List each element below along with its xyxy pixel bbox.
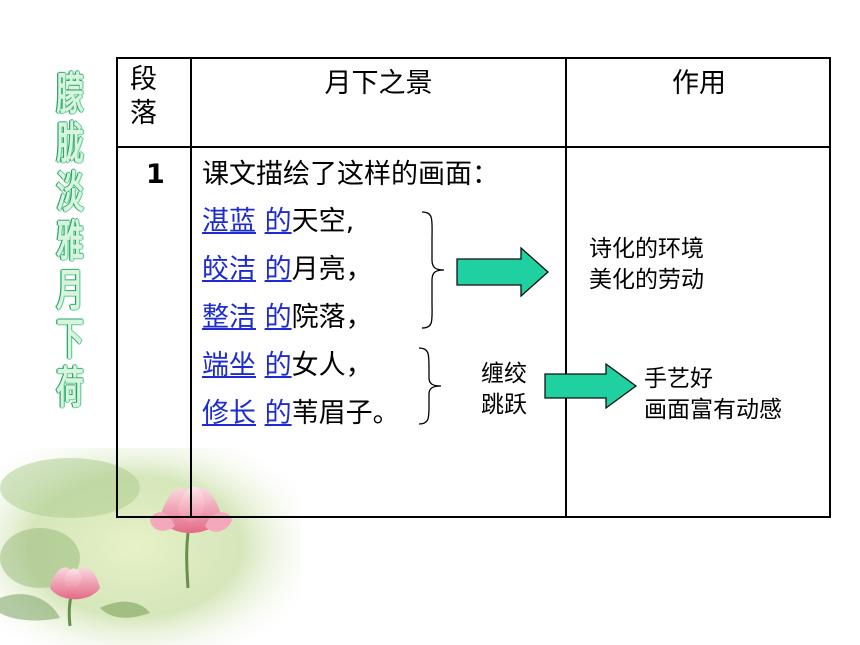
lotus-image [0, 448, 300, 645]
scene-line: 皎洁 的月亮， [202, 254, 373, 285]
arrow-right-icon [456, 246, 549, 298]
header-effect: 作用 [672, 68, 726, 99]
brace-top-icon [421, 211, 445, 329]
title-char: 下 [56, 314, 84, 365]
twist-label: 缠绞 跳跃 [481, 361, 527, 418]
keyword-link[interactable]: 湛蓝 [202, 206, 256, 237]
keyword-link[interactable]: 修长 [202, 398, 256, 429]
title-char: 朦 [56, 69, 84, 120]
paragraph-number: 1 [146, 159, 165, 190]
effect-bottom: 手艺好 画面富有动感 [644, 366, 782, 423]
title-char: 雅 [56, 216, 84, 267]
title-char: 淡 [56, 167, 84, 218]
de-link[interactable]: 的 [264, 254, 292, 285]
de-link[interactable]: 的 [264, 350, 292, 381]
title-char: 荷 [56, 363, 84, 414]
column-divider [565, 59, 567, 516]
title-char: 月 [56, 265, 84, 316]
de-link[interactable]: 的 [264, 302, 292, 333]
keyword-link[interactable]: 皎洁 [202, 254, 256, 285]
title-char: 胧 [56, 118, 84, 169]
scene-line: 湛蓝 的天空, [202, 206, 355, 237]
vertical-title: 朦 胧 淡 雅 月 下 荷 [38, 70, 102, 413]
content-table: 段 落 月下之景 作用 1 课文描绘了这样的画面： 湛蓝 的天空, 皎洁 的月亮… [116, 57, 831, 518]
brace-bottom-icon [418, 347, 442, 425]
row-divider [118, 146, 829, 148]
scene-line: 端坐 的女人， [202, 350, 373, 381]
effect-top: 诗化的环境 美化的劳动 [589, 236, 704, 293]
column-divider [190, 59, 192, 516]
header-scene: 月下之景 [324, 68, 433, 99]
header-paragraph: 段 落 [130, 64, 157, 129]
scene-line: 修长 的苇眉子。 [202, 398, 400, 429]
keyword-link[interactable]: 端坐 [202, 350, 256, 381]
scene-line: 整洁 的院落， [202, 302, 373, 333]
keyword-link[interactable]: 整洁 [202, 302, 256, 333]
de-link[interactable]: 的 [264, 206, 292, 237]
arrow-right-icon [544, 362, 638, 410]
scene-intro: 课文描绘了这样的画面： [202, 159, 499, 190]
de-link[interactable]: 的 [264, 398, 292, 429]
